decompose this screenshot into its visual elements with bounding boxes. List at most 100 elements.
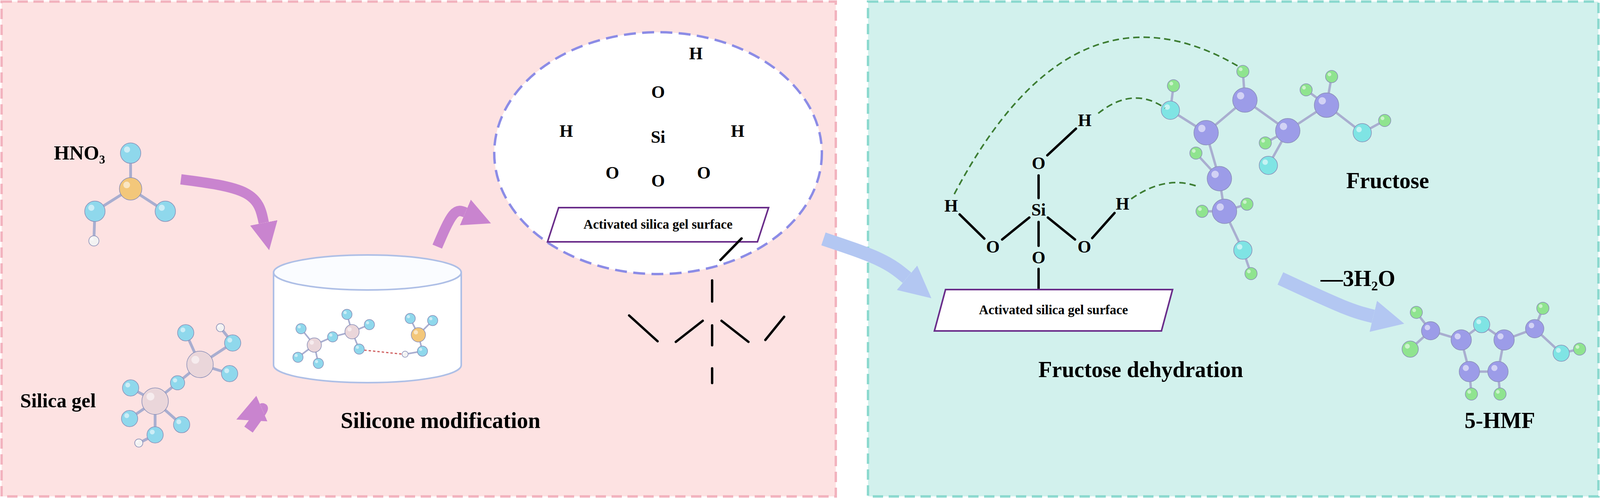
reagent-node: HNO₃ (37, 131, 181, 255)
node-outline (9, 318, 249, 446)
edge-label: —3H₂O (1320, 265, 1396, 292)
atom-ball (341, 309, 353, 320)
hydrogen-bond (954, 37, 1241, 195)
atom-symbol: O (651, 170, 665, 192)
atom-ball (186, 351, 214, 378)
atom-ball (121, 410, 138, 427)
node-label: Silica gel (20, 389, 96, 413)
atom-ball (1553, 344, 1570, 362)
atom-ball (1167, 79, 1180, 92)
atom-ball (1194, 120, 1219, 146)
chemical-bond (959, 214, 985, 239)
right-panel (867, 1, 1599, 497)
hydrogen-bond (1098, 97, 1166, 114)
node-label: Activated silica gel surface (978, 302, 1129, 318)
surface-parallelogram: Activated silica gel surface (546, 206, 770, 243)
atom-ball (147, 426, 164, 443)
atom-ball (120, 142, 141, 164)
process-arrow (248, 408, 263, 430)
process-arrow (180, 179, 264, 223)
atom-ball (1450, 329, 1472, 350)
atom-ball (293, 351, 304, 363)
atom-ball (1353, 123, 1372, 142)
atom-ball (417, 345, 428, 357)
node-label: Silicone modification (340, 407, 541, 434)
atom-ball (224, 334, 241, 352)
chemical-bond (721, 320, 749, 342)
left-panel (1, 1, 836, 497)
atom-ball (221, 365, 238, 382)
atom-ball (1259, 136, 1272, 150)
chemical-bond (629, 315, 658, 342)
atom-ball (306, 337, 322, 352)
atom-ball (155, 201, 176, 222)
atom-ball (1207, 166, 1232, 191)
node-label: Fructose (1346, 167, 1430, 194)
chemical-bond (1047, 128, 1076, 156)
atom-symbol: O (986, 236, 1000, 258)
atom-ball (313, 358, 324, 369)
atom-ball (1401, 340, 1419, 358)
atom-ball (344, 324, 360, 339)
silica-gel-molecule (121, 323, 241, 448)
atom-symbol: O (697, 163, 711, 184)
atom-ball (427, 315, 438, 326)
atom-ball (1244, 267, 1258, 280)
node-label: HNO₃ (54, 141, 106, 165)
atom-symbol: H (730, 121, 745, 142)
atom-ball (354, 343, 365, 355)
atom-ball (177, 324, 195, 341)
atom-ball (1410, 306, 1423, 319)
atom-ball (1459, 361, 1480, 382)
chemical-bond (710, 368, 714, 383)
atom-symbol: O (605, 163, 620, 184)
atom-ball (1487, 361, 1509, 382)
atom-ball (327, 331, 338, 342)
atom-symbol: Si (650, 127, 666, 148)
fructose-node: Fructose (1137, 55, 1484, 279)
atom-ball (1212, 198, 1237, 224)
atom-ball (170, 375, 185, 390)
atom-ball (1232, 87, 1258, 113)
atom-ball (1465, 387, 1478, 400)
atom-ball (1161, 100, 1180, 120)
atom-ball (1473, 316, 1490, 333)
atom-ball (84, 201, 105, 222)
atom-symbol: O (1077, 236, 1092, 258)
atom-symbol: Si (1031, 200, 1047, 221)
reactor-cylinder: Silicone modification (266, 246, 565, 442)
chemical-bond (1037, 268, 1040, 289)
atom-ball (411, 327, 426, 342)
atom-ball (405, 313, 416, 324)
hydrogen-bond (1131, 182, 1197, 199)
atom-ball (1421, 321, 1440, 340)
process-arrow (823, 238, 907, 278)
chemical-bond (1047, 217, 1075, 240)
chemical-bond (710, 280, 714, 302)
chemical-bond (765, 316, 785, 340)
atom-symbol: O (1031, 153, 1046, 174)
atom-ball (1275, 118, 1301, 144)
atom-ball (1325, 70, 1338, 83)
chemical-bond (675, 320, 703, 342)
chemical-bond (1037, 221, 1040, 246)
node-label: Activated silica gel surface (583, 217, 733, 233)
atom-ball (173, 416, 190, 433)
atom-ball (364, 319, 375, 330)
atom-ball (295, 323, 307, 334)
atom-symbol: H (689, 43, 703, 65)
atom-ball (1240, 198, 1254, 211)
chemical-bond (1092, 212, 1115, 238)
reagent-node: Silica gel (9, 318, 249, 446)
atom-ball (1259, 156, 1278, 175)
atom-ball (1233, 240, 1253, 260)
atom-ball (122, 379, 139, 397)
atom-symbol: H (559, 121, 573, 142)
section-title: Fructose dehydration (1038, 356, 1244, 383)
atom-ball (216, 323, 225, 333)
atom-symbol: H (1115, 194, 1130, 215)
zoom-ellipse: Activated silica gel surfaceHOHSiHOOO (492, 30, 824, 276)
chemical-bond (710, 325, 714, 346)
